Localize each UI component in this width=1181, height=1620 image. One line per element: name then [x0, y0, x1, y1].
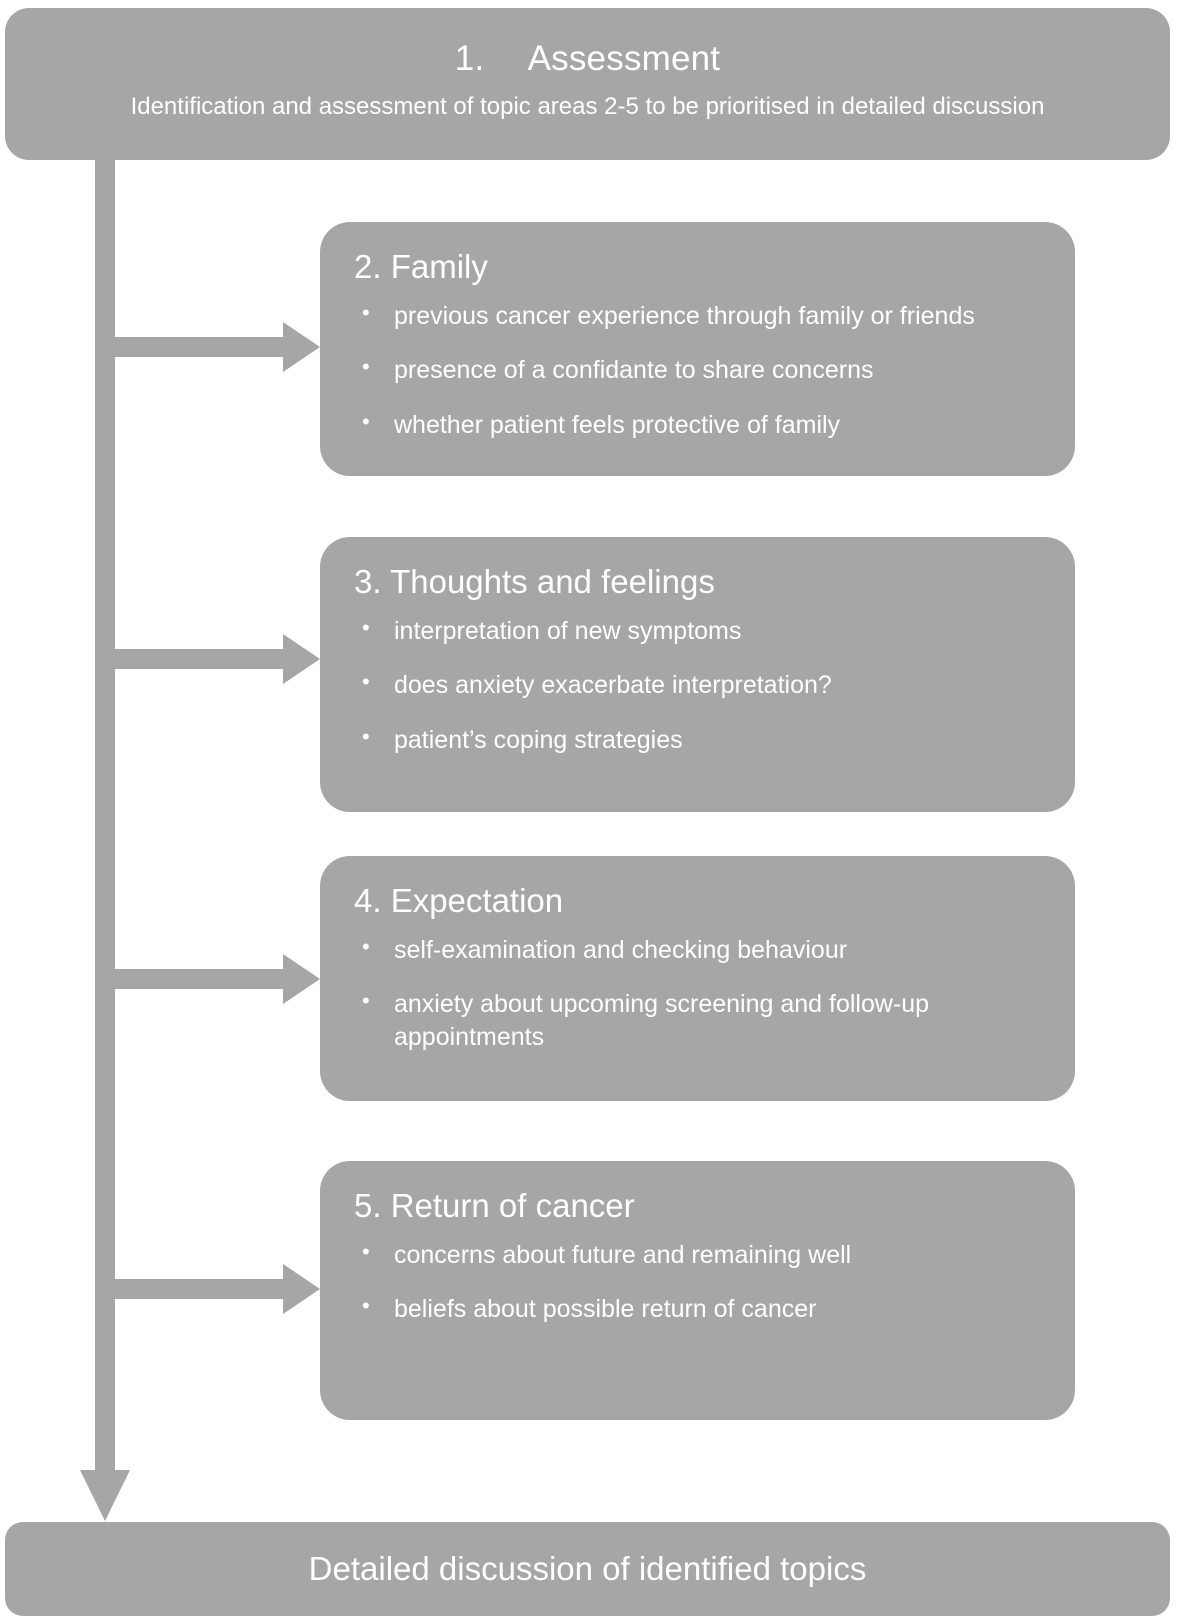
topic-bullet-list: previous cancer experience through famil…	[350, 299, 1045, 442]
assessment-title: 1. Assessment	[454, 39, 721, 79]
topic-box-expectation[interactable]: 4. Expectation self-examination and chec…	[320, 856, 1075, 1101]
bullet-item: patient’s coping strategies	[350, 723, 1045, 757]
bullet-item: concerns about future and remaining well	[350, 1238, 1045, 1272]
topic-title: 4. Expectation	[354, 882, 564, 919]
bullet-item: anxiety about upcoming screening and fol…	[350, 987, 1045, 1053]
topic-box-thoughts-and-feelings[interactable]: 3. Thoughts and feelings interpretation …	[320, 537, 1075, 812]
arrow-to-footer	[80, 1470, 130, 1521]
bullet-item: previous cancer experience through famil…	[350, 299, 1045, 333]
assessment-box[interactable]: 1. Assessment Identification and assessm…	[5, 8, 1170, 160]
topic-bullet-list: interpretation of new symptoms does anxi…	[350, 614, 1045, 757]
bullet-item: interpretation of new symptoms	[350, 614, 1045, 648]
spine-line	[95, 155, 115, 1485]
assessment-subtitle: Identification and assessment of topic a…	[130, 92, 1045, 120]
bullet-item: whether patient feels protective of fami…	[350, 408, 1045, 442]
topic-title: 2. Family	[354, 248, 488, 285]
arrow-to-topic-2	[113, 322, 320, 372]
topic-title: 3. Thoughts and feelings	[354, 563, 715, 600]
topic-bullet-list: concerns about future and remaining well…	[350, 1238, 1045, 1326]
detailed-discussion-box[interactable]: Detailed discussion of identified topics	[5, 1522, 1170, 1616]
bullet-item: self-examination and checking behaviour	[350, 933, 1045, 967]
topic-title: 5. Return of cancer	[354, 1187, 635, 1224]
arrow-to-topic-3	[113, 634, 320, 684]
arrow-to-topic-4	[113, 954, 320, 1004]
detailed-discussion-title: Detailed discussion of identified topics	[308, 1549, 867, 1587]
topic-box-family[interactable]: 2. Family previous cancer experience thr…	[320, 222, 1075, 476]
arrow-to-topic-5	[113, 1264, 320, 1314]
topic-bullet-list: self-examination and checking behaviour …	[350, 933, 1045, 1054]
bullet-item: presence of a confidante to share concer…	[350, 353, 1045, 387]
bullet-item: does anxiety exacerbate interpretation?	[350, 668, 1045, 702]
bullet-item: beliefs about possible return of cancer	[350, 1292, 1045, 1326]
topic-box-return-of-cancer[interactable]: 5. Return of cancer concerns about futur…	[320, 1161, 1075, 1420]
